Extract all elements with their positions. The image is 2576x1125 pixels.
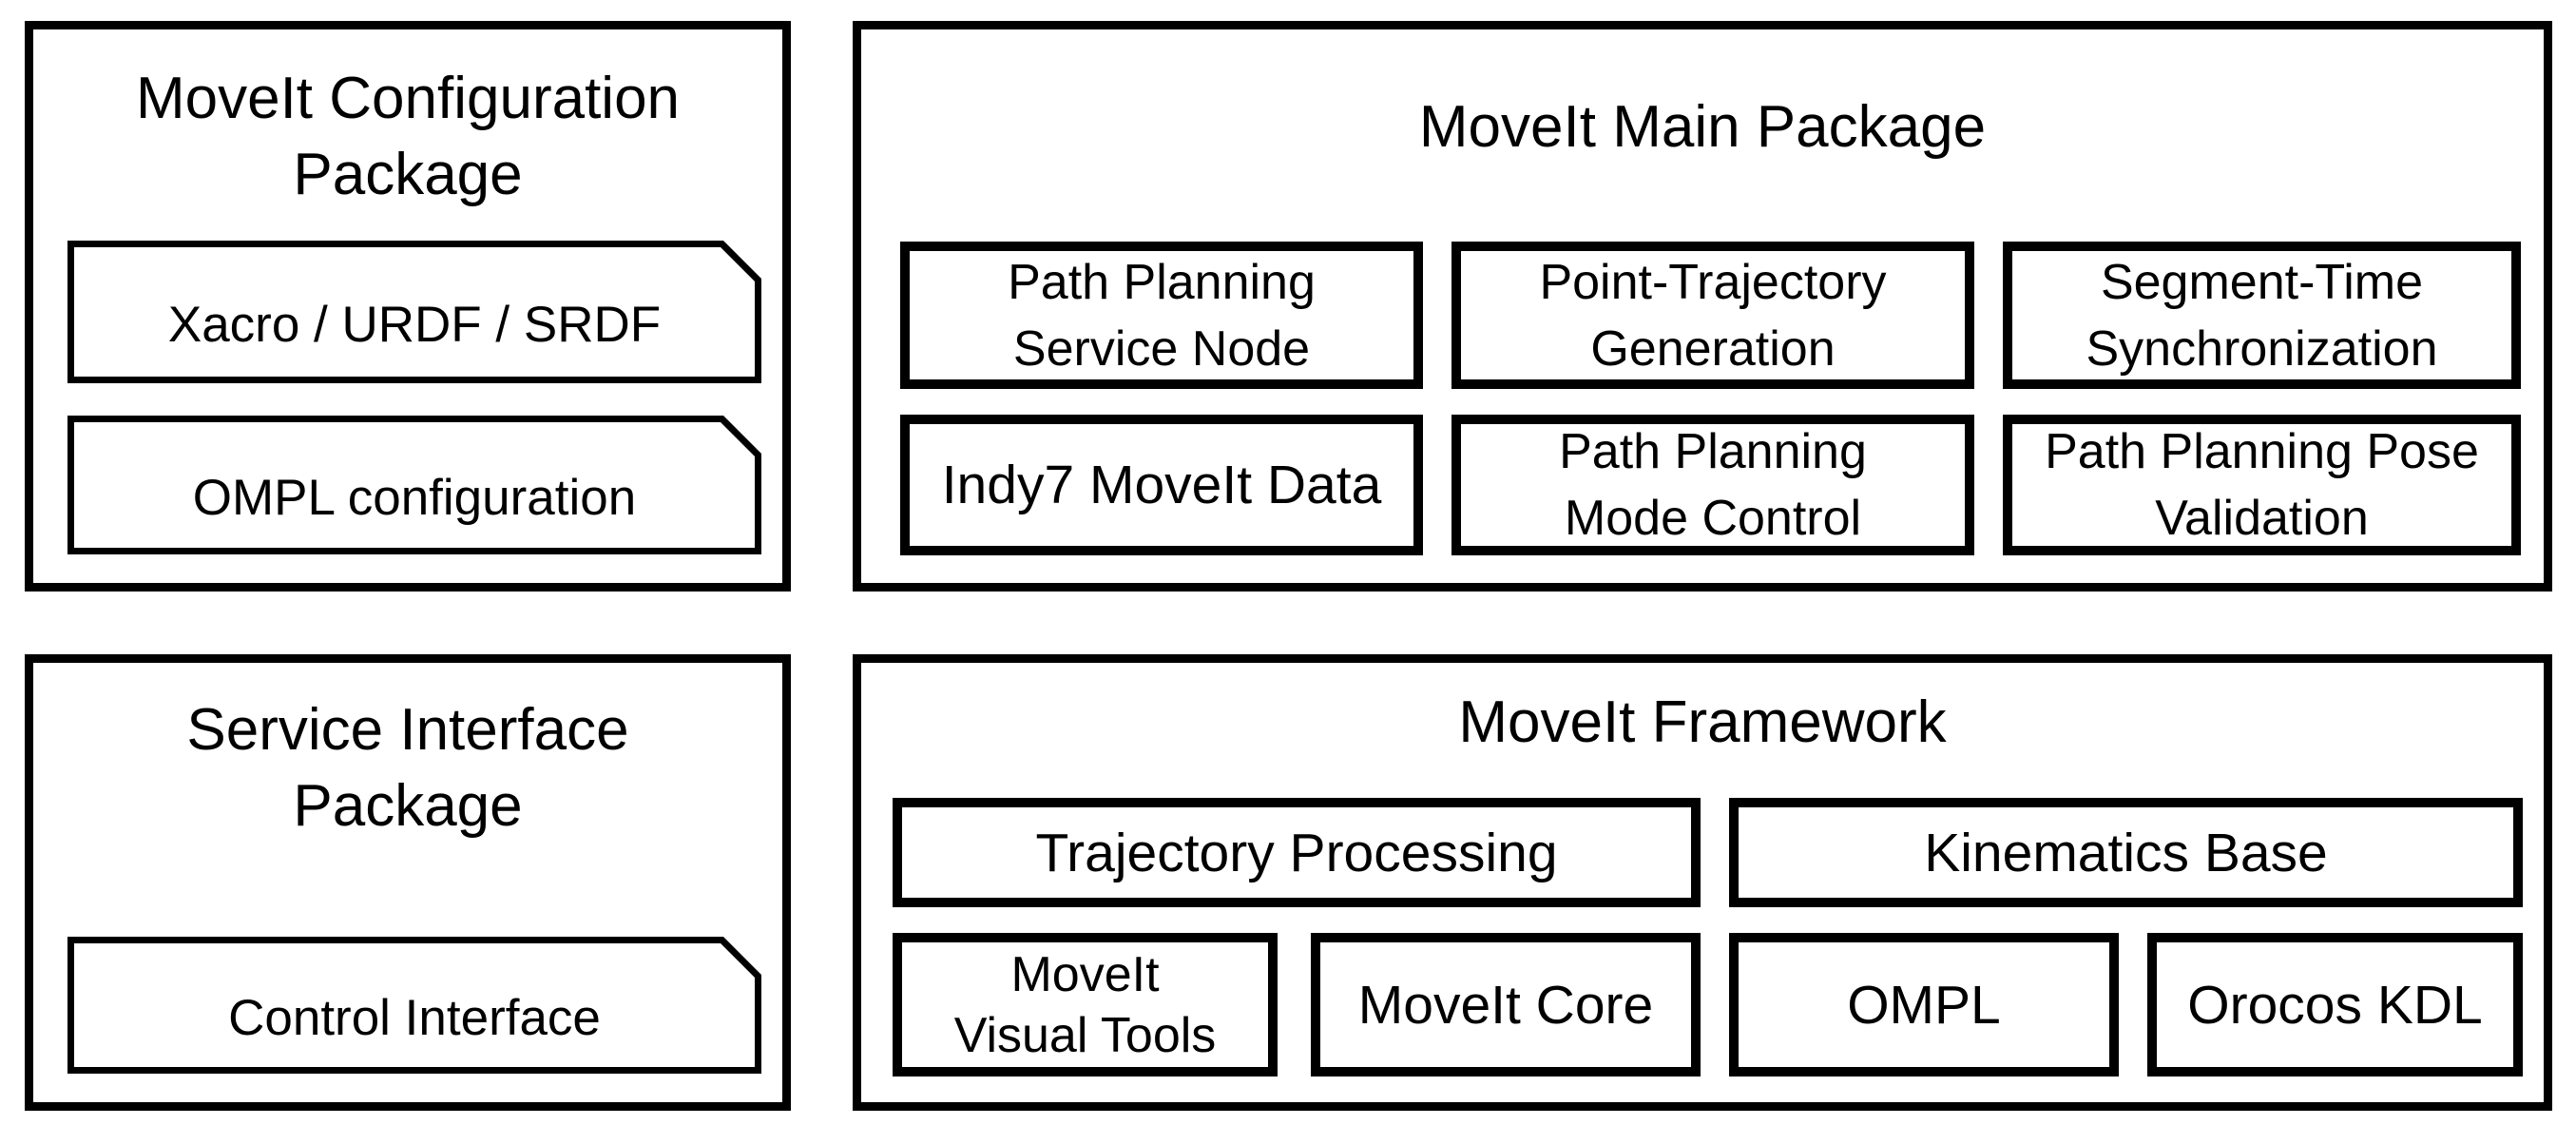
box-path-planning-service-node: Path Planning Service Node [900, 242, 1423, 389]
panel-title-service: Service Interface Package [186, 697, 629, 839]
box-label: Segment-Time Synchronization [2086, 254, 2438, 377]
box-ompl: OMPL [1729, 933, 2119, 1077]
doc-box-control-interface: Control Interface [67, 937, 761, 1074]
box-label: Path Planning Pose Validation [2045, 424, 2479, 546]
box-path-planning-pose-validation: Path Planning Pose Validation [2003, 415, 2521, 555]
doc-label-ompl-configuration: OMPL configuration [192, 469, 637, 526]
box-indy7-moveit-data: Indy7 MoveIt Data [900, 415, 1423, 555]
moveit-framework-panel: MoveIt Framework Trajectory Processing K… [853, 654, 2552, 1111]
box-label: Indy7 MoveIt Data [941, 455, 1382, 515]
service-interface-package-panel: Service Interface Package Control Interf… [25, 654, 791, 1111]
box-label: MoveIt Core [1357, 974, 1654, 1036]
document-shape-icon [67, 416, 761, 554]
box-segment-time-synchronization: Segment-Time Synchronization [2003, 242, 2521, 389]
box-label: Trajectory Processing [1035, 822, 1558, 883]
doc-box-ompl-configuration: OMPL configuration [67, 416, 761, 554]
box-point-trajectory-generation: Point-Trajectory Generation [1451, 242, 1974, 389]
document-shape-icon [67, 937, 761, 1074]
doc-box-xacro-urdf-srdf: Xacro / URDF / SRDF [67, 241, 761, 383]
box-label: OMPL [1847, 974, 2001, 1036]
box-label: MoveIt Visual Tools [953, 946, 1217, 1063]
box-kinematics-base: Kinematics Base [1729, 798, 2523, 907]
doc-label-control-interface: Control Interface [228, 989, 601, 1046]
moveit-configuration-package-panel: MoveIt Configuration Package Xacro / URD… [25, 21, 791, 592]
box-label: Kinematics Base [1924, 822, 2328, 883]
box-trajectory-processing: Trajectory Processing [893, 798, 1701, 907]
box-label: Path Planning Mode Control [1559, 424, 1867, 546]
box-orocos-kdl: Orocos KDL [2147, 933, 2523, 1077]
document-shape-icon [67, 241, 761, 383]
moveit-main-package-panel: MoveIt Main Package Path Planning Servic… [853, 21, 2552, 592]
box-moveit-core: MoveIt Core [1311, 933, 1701, 1077]
box-label: Orocos KDL [2187, 974, 2483, 1036]
panel-title-main: MoveIt Main Package [1418, 94, 1987, 160]
panel-title-config: MoveIt Configuration Package [135, 66, 681, 207]
box-label: Path Planning Service Node [1008, 254, 1316, 377]
box-moveit-visual-tools: MoveIt Visual Tools [893, 933, 1278, 1077]
box-path-planning-mode-control: Path Planning Mode Control [1451, 415, 1974, 555]
box-label: Point-Trajectory Generation [1539, 254, 1887, 377]
panel-title-framework: MoveIt Framework [1458, 689, 1947, 755]
doc-label-xacro-urdf-srdf: Xacro / URDF / SRDF [167, 296, 662, 353]
